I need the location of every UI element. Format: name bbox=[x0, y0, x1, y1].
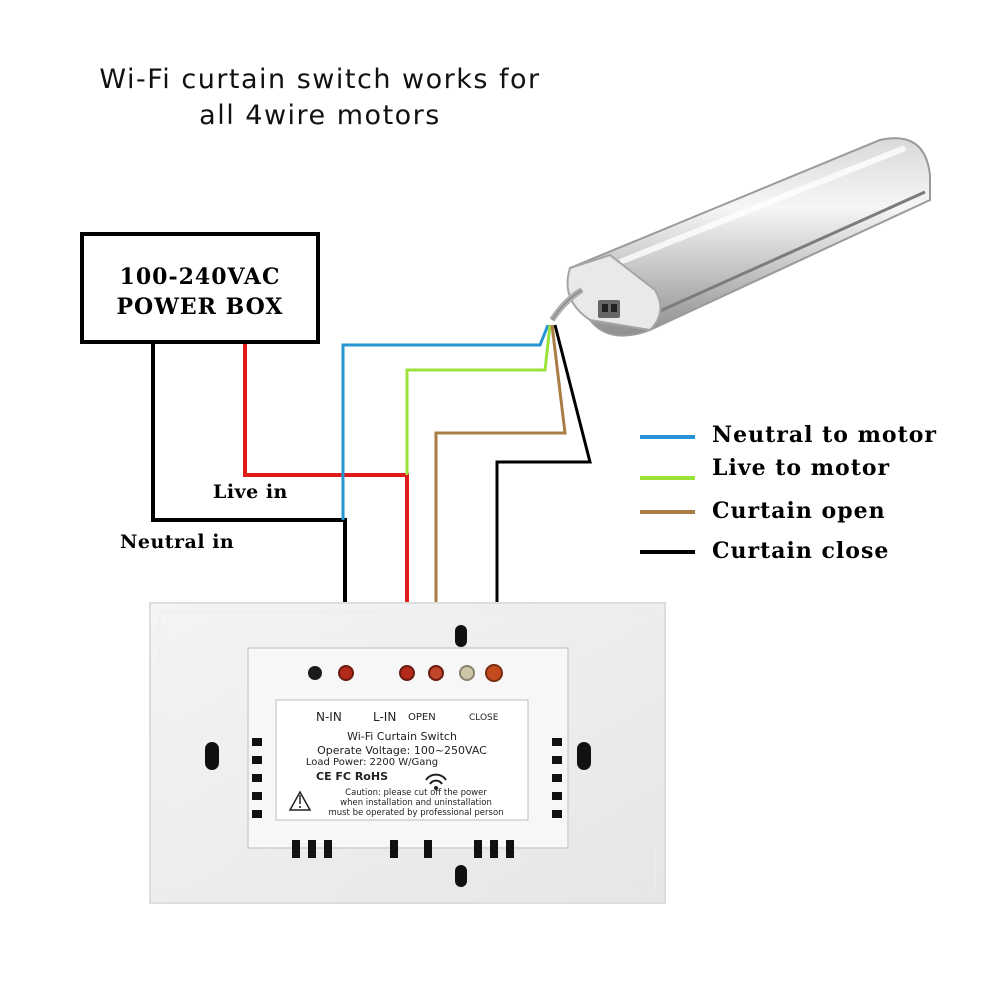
switch-sticker: Wi-Fi Curtain Switch Operate Voltage: 10… bbox=[276, 728, 528, 828]
sticker-caution-1: Caution: please cut off the power bbox=[345, 788, 487, 798]
terminal-l-in-label: L-IN bbox=[373, 710, 397, 724]
legend-curtain-open: Curtain open bbox=[712, 498, 886, 524]
warning-icon bbox=[288, 790, 312, 811]
legend-neutral-to-motor: Neutral to motor bbox=[712, 422, 937, 448]
sticker-certifications: CE FC RoHS bbox=[316, 770, 388, 783]
sticker-product-name: Wi-Fi Curtain Switch bbox=[347, 730, 457, 743]
wire-neutral-to-motor bbox=[341, 324, 550, 520]
sticker-load-power: Load Power: 2200 W/Gang bbox=[305, 757, 439, 768]
legend-curtain-close: Curtain close bbox=[712, 538, 890, 564]
switch-plate bbox=[149, 602, 666, 904]
wire-live-in bbox=[243, 344, 409, 672]
diagram-title-line-1: Wi-Fi curtain switch works for bbox=[99, 64, 541, 95]
wire-curtain-open bbox=[434, 324, 567, 672]
live-in-label: Live in bbox=[213, 481, 288, 503]
diagram-title-line-2: all 4wire motors bbox=[199, 100, 441, 131]
legend-live-to-motor: Live to motor bbox=[712, 455, 891, 481]
sticker-caution-2: when installation and uninstallation bbox=[340, 798, 492, 808]
power-box: 100-240VAC POWER BOX bbox=[80, 232, 320, 344]
terminal-n-in-label: N-IN bbox=[316, 710, 342, 724]
wire-curtain-close bbox=[495, 324, 592, 672]
sticker-voltage: Operate Voltage: 100~250VAC bbox=[317, 744, 487, 757]
power-box-voltage: 100-240VAC bbox=[119, 264, 281, 290]
terminal-open-label: OPEN bbox=[408, 712, 436, 723]
wire-live-to-motor bbox=[405, 324, 552, 475]
terminal-close-label: CLOSE bbox=[469, 713, 499, 723]
sticker-caution-3: must be operated by professional person bbox=[328, 808, 504, 818]
wifi-icon bbox=[425, 773, 447, 790]
power-box-label: POWER BOX bbox=[116, 294, 284, 320]
legend-swatches bbox=[640, 435, 695, 554]
motor-image bbox=[549, 137, 931, 337]
wire-neutral-in bbox=[151, 344, 347, 672]
neutral-in-label: Neutral in bbox=[120, 531, 235, 553]
